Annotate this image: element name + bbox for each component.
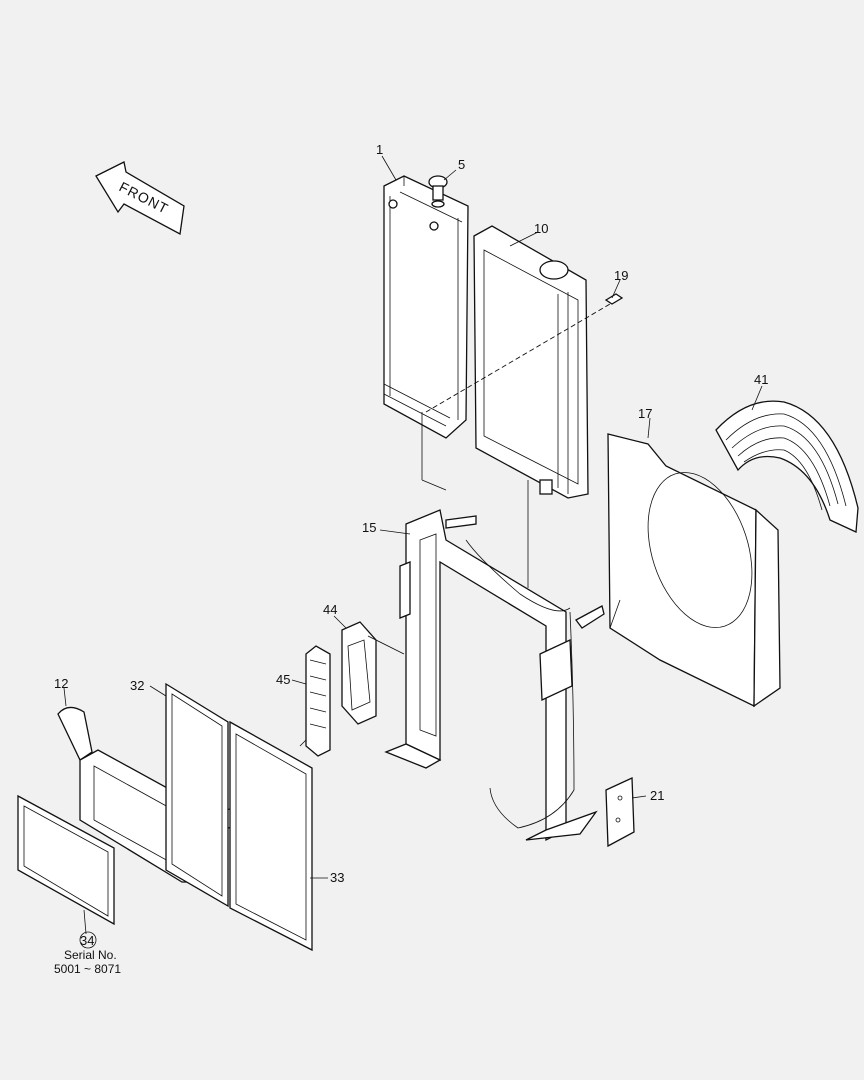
part-number-15: 15 (362, 520, 376, 535)
fan-guard (715, 400, 859, 533)
part-number-32: 32 (130, 678, 144, 693)
serial-label: Serial No. (64, 948, 117, 962)
part-number-19: 19 (614, 268, 628, 283)
front-arrow-icon: FRONT (95, 161, 185, 236)
part-number-17: 17 (638, 406, 652, 421)
part-number-33: 33 (330, 870, 344, 885)
part-number-21: 21 (650, 788, 664, 803)
part-number-44: 44 (323, 602, 337, 617)
part-number-12: 12 (54, 676, 68, 691)
clip-icon (604, 293, 624, 305)
part-number-1: 1 (376, 142, 383, 157)
cover-plate (605, 777, 635, 848)
radiator-cap-icon (428, 175, 448, 208)
leader-lines (63, 155, 763, 935)
oil-cooler (473, 225, 589, 499)
fuel-cooler (299, 645, 331, 757)
circled-part-marker (79, 931, 97, 949)
part-number-34: 34 (80, 933, 94, 948)
fan-shroud (607, 433, 781, 708)
bracket (341, 621, 377, 725)
part-number-5: 5 (458, 157, 465, 172)
screen-33 (229, 720, 313, 952)
part-number-41: 41 (754, 372, 768, 387)
part-number-45: 45 (276, 672, 290, 687)
radiator (383, 175, 469, 439)
serial-range: 5001 ~ 8071 (54, 962, 121, 976)
part-number-10: 10 (534, 221, 548, 236)
screen-34 (17, 794, 115, 926)
screen-32 (165, 682, 229, 908)
support-frame (384, 509, 605, 842)
